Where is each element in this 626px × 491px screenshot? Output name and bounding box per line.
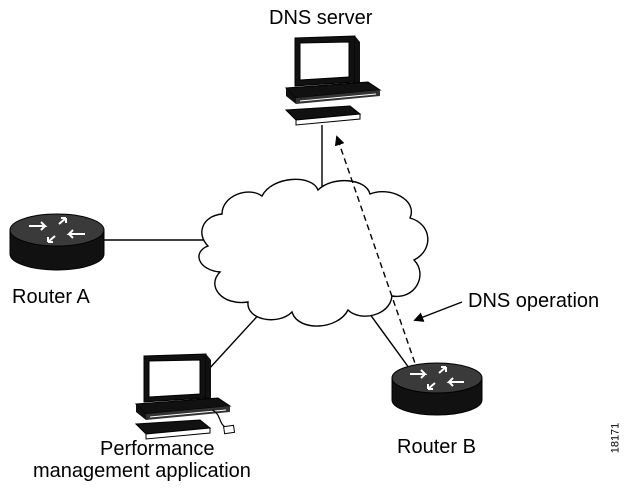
dns-operation-label: DNS operation: [468, 290, 600, 312]
network-cloud: [198, 178, 429, 327]
perf-app-label-line2: management application: [33, 460, 251, 482]
link-router-b-cloud: [363, 305, 413, 373]
dns-server-icon: [284, 35, 382, 126]
management-pc-icon: [134, 353, 236, 440]
router-a-icon: [9, 213, 105, 271]
figure-id: 18171: [609, 422, 622, 454]
perf-app-label-line1: Performance: [100, 438, 215, 460]
dns-operation-pointer: [413, 301, 463, 322]
router-a-label: Router A: [12, 286, 90, 308]
dns-server-label: DNS server: [269, 7, 373, 29]
dns-operation-path: [334, 135, 419, 373]
router-b-label: Router B: [397, 436, 476, 458]
router-b-icon: [391, 362, 483, 416]
